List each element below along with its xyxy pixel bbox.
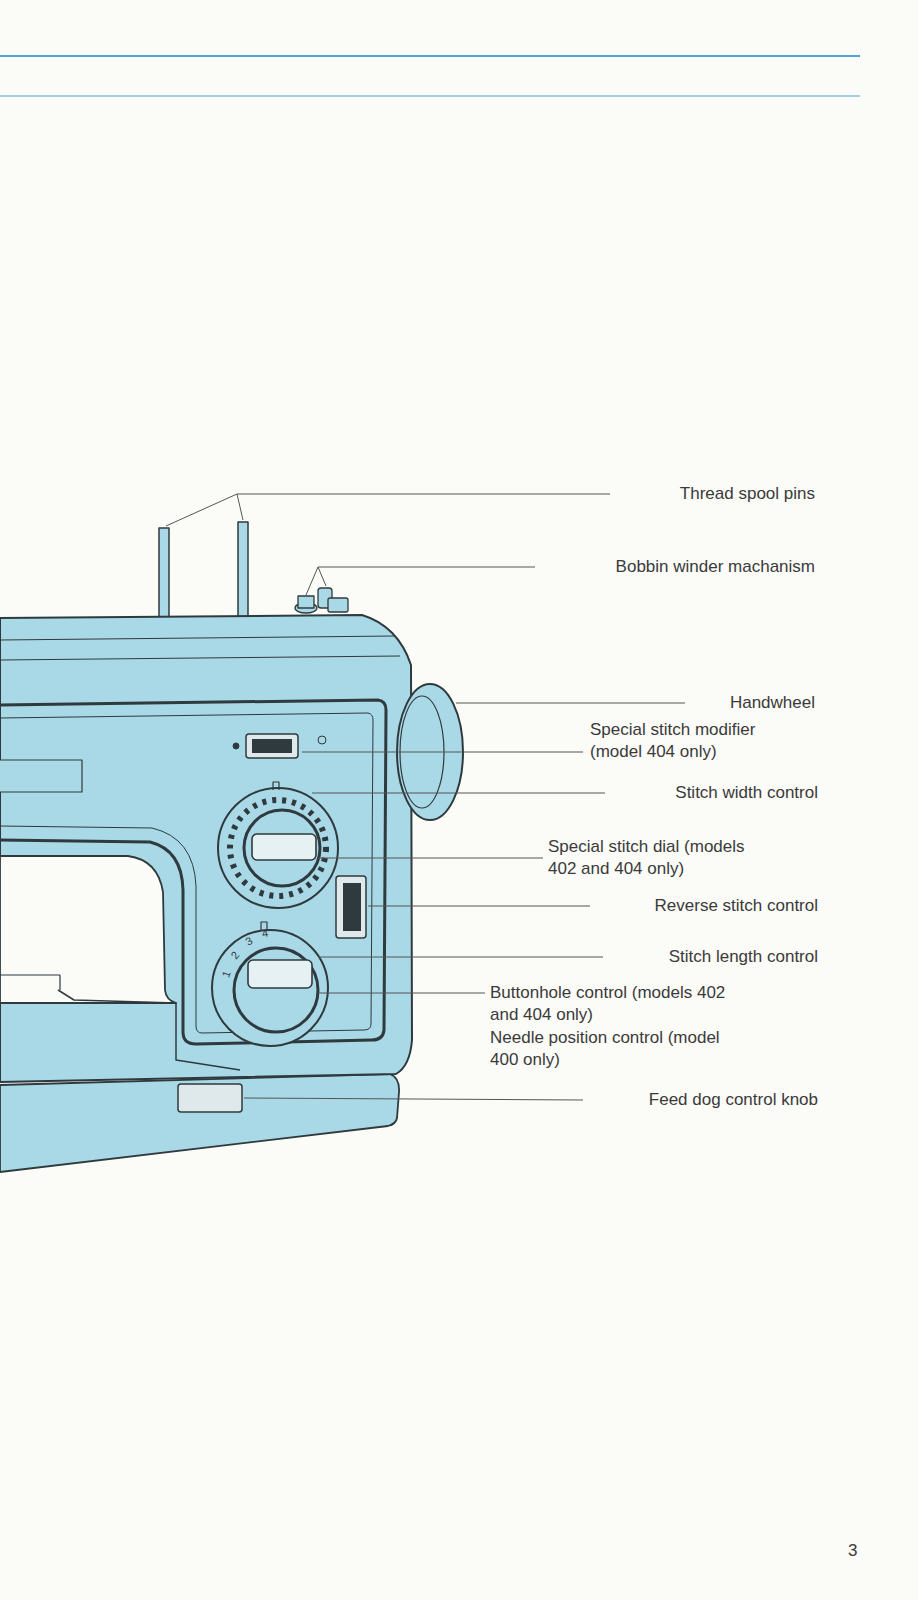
part-label: Buttonhole control (models 402 and 404 o… [490, 982, 740, 1026]
reverse-button [343, 883, 361, 931]
buttonhole-dial [234, 948, 318, 1032]
part-label: Handwheel [690, 692, 815, 714]
body-line [0, 656, 400, 660]
body-line [0, 636, 395, 640]
page-number: 3 [848, 1540, 872, 1562]
leader-line [318, 957, 603, 958]
arm-edge [59, 975, 60, 990]
dial-pointer [273, 782, 279, 790]
part-label: Reverse stitch control [596, 895, 818, 917]
dial-number: 1 [218, 966, 233, 981]
feed-dog-knob [178, 1084, 242, 1112]
part-label: Feed dog control knob [588, 1089, 818, 1111]
leader-line [456, 703, 685, 704]
modifier-button [252, 739, 292, 753]
bobbin-winder [328, 598, 348, 612]
part-label: Bobbin winder machanism [540, 556, 815, 578]
header-rule [0, 55, 860, 57]
width-dial-scale [230, 800, 326, 896]
leader-line [318, 993, 485, 994]
modifier-button [246, 734, 298, 758]
sewing-machine [0, 522, 463, 1172]
leader-line [306, 567, 535, 595]
dial-lever [248, 960, 312, 988]
leader-line [312, 793, 605, 794]
machine-bed [0, 1074, 399, 1172]
dial-number: 3 [241, 933, 257, 949]
header-rule [0, 95, 860, 96]
name-plate [0, 760, 82, 792]
leader-line [368, 906, 590, 907]
part-label: Special stitch dial (models 402 and 404 … [548, 836, 760, 880]
width-dial [218, 788, 338, 908]
part-label: Thread spool pins [615, 483, 815, 505]
machine-body [0, 615, 412, 1082]
part-label: Special stitch modifier (model 404 only) [590, 719, 780, 763]
leader-line [318, 858, 543, 859]
special-stitch-dial [244, 810, 320, 886]
indicator-light [318, 736, 326, 744]
part-label: Needle position control (model 400 only) [490, 1027, 740, 1071]
dial-lever [252, 834, 316, 860]
length-dial [212, 930, 328, 1046]
reverse-button [336, 876, 366, 938]
leader-line [244, 1098, 583, 1100]
spool-pin [238, 522, 248, 620]
leader-line [166, 494, 610, 526]
leader-lines [166, 494, 685, 1100]
bobbin-winder [298, 596, 314, 608]
part-label: Stitch length control [608, 946, 818, 968]
spool-pin [159, 528, 169, 620]
dial-number: 2 [227, 947, 244, 964]
leader-line [302, 752, 583, 753]
indicator-dot [233, 743, 239, 749]
arm-edge [0, 974, 60, 975]
part-label: Stitch width control [612, 782, 818, 804]
dial-number: 4 [258, 926, 272, 940]
arm-opening [0, 856, 176, 1003]
